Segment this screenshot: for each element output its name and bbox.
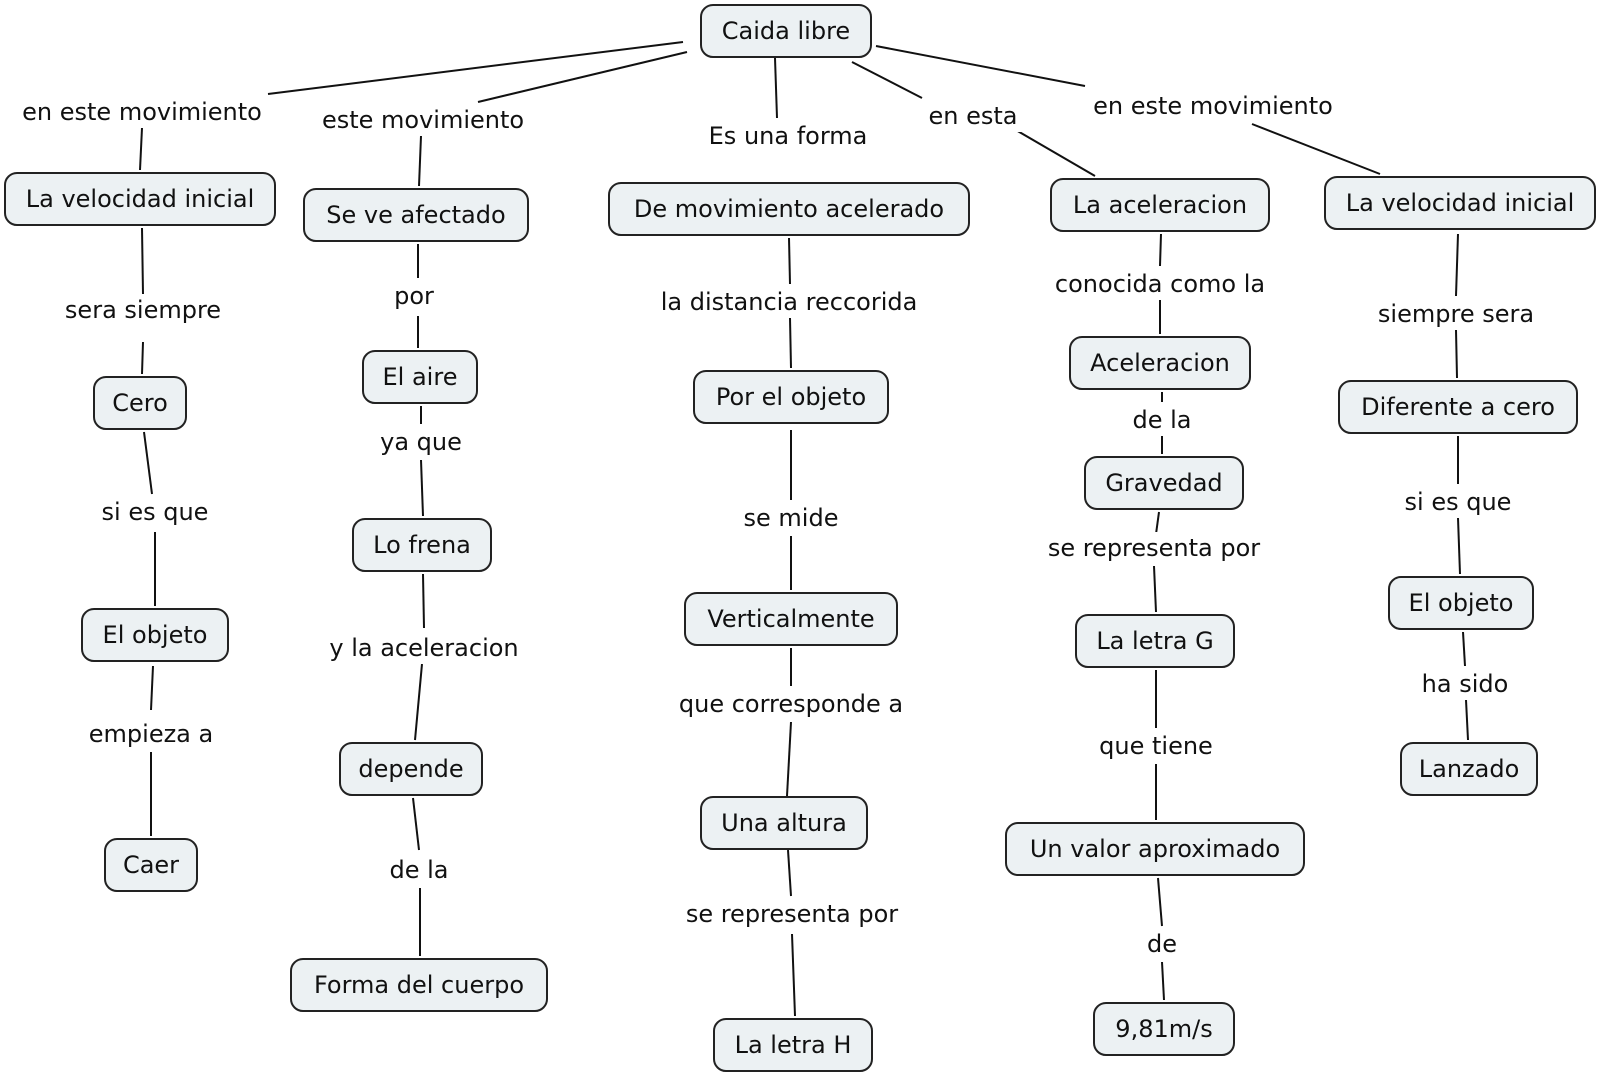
concept-node[interactable]: La letra G	[1075, 614, 1235, 668]
link-phrase: empieza a	[82, 718, 220, 750]
link-phrase: la distancia reccorida	[654, 286, 924, 318]
link-phrase: que corresponde a	[672, 688, 910, 720]
connector	[1153, 565, 1157, 613]
link-phrase: en este movimiento	[16, 96, 268, 128]
concept-node-caida-libre[interactable]: Caida libre	[700, 4, 872, 58]
link-phrase: de la	[1126, 404, 1198, 436]
concept-node[interactable]: Una altura	[700, 796, 868, 850]
concept-node[interactable]: La aceleracion	[1050, 178, 1270, 232]
concept-node[interactable]: El objeto	[81, 608, 229, 662]
concept-node[interactable]: El objeto	[1388, 576, 1534, 630]
connector	[1455, 329, 1458, 379]
concept-node[interactable]: depende	[339, 742, 483, 796]
connector	[477, 51, 688, 103]
connector	[143, 431, 153, 495]
connector	[1161, 961, 1165, 1001]
concept-node[interactable]: Un valor aproximado	[1005, 822, 1305, 876]
connector	[789, 317, 792, 369]
concept-node[interactable]: Lo frena	[352, 518, 492, 572]
connector	[420, 459, 424, 517]
concept-node[interactable]: Lanzado	[1400, 742, 1538, 796]
connector	[267, 41, 684, 95]
connector	[786, 721, 792, 797]
concept-node[interactable]: Aceleracion	[1069, 336, 1251, 390]
connector	[1465, 699, 1469, 741]
connector	[1455, 233, 1459, 297]
connector	[139, 127, 143, 171]
link-phrase: que tiene	[1093, 730, 1219, 762]
concept-node[interactable]: Verticalmente	[684, 592, 898, 646]
link-phrase: este movimiento	[315, 104, 531, 136]
connector	[150, 665, 154, 711]
connector	[787, 849, 792, 897]
concept-node[interactable]: Forma del cuerpo	[290, 958, 548, 1012]
connector	[1155, 511, 1160, 535]
connector	[1008, 125, 1096, 177]
connector	[1457, 517, 1461, 575]
link-phrase: conocida como la	[1048, 268, 1272, 300]
connector	[791, 933, 796, 1017]
connector	[1462, 631, 1466, 667]
connector	[774, 57, 778, 119]
link-phrase: siempre sera	[1371, 298, 1541, 330]
link-phrase: se mide	[737, 502, 845, 534]
link-phrase: por	[388, 280, 440, 312]
link-phrase: se representa por	[1041, 532, 1267, 564]
link-phrase: ha sido	[1415, 668, 1515, 700]
connector	[1159, 233, 1162, 267]
link-phrase: en esta	[922, 100, 1024, 132]
link-phrase: si es que	[1398, 486, 1518, 518]
link-phrase: y la aceleracion	[323, 632, 525, 664]
connector	[1157, 877, 1163, 927]
concept-node[interactable]: El aire	[362, 350, 478, 404]
link-phrase: ya que	[374, 426, 468, 458]
connector	[875, 45, 1086, 87]
link-phrase: si es que	[95, 496, 215, 528]
connector	[422, 573, 425, 629]
connector	[418, 135, 422, 187]
concept-node[interactable]: Cero	[93, 376, 187, 430]
connector	[1251, 123, 1381, 175]
link-phrase: de	[1141, 928, 1183, 960]
concept-node[interactable]: La velocidad inicial	[4, 172, 276, 226]
concept-node[interactable]: 9,81m/s	[1093, 1002, 1235, 1056]
connector	[141, 227, 144, 295]
link-phrase: en este movimiento	[1087, 90, 1339, 122]
concept-node[interactable]: La letra H	[713, 1018, 873, 1072]
connector	[851, 61, 923, 99]
connector	[141, 341, 144, 375]
concept-node[interactable]: La velocidad inicial	[1324, 176, 1596, 230]
link-phrase: Es una forma	[702, 120, 874, 152]
concept-node[interactable]: De movimiento acelerado	[608, 182, 970, 236]
connector	[788, 237, 791, 285]
link-phrase: de la	[383, 854, 455, 886]
concept-node[interactable]: Diferente a cero	[1338, 380, 1578, 434]
connector	[414, 663, 423, 741]
link-phrase: se representa por	[679, 898, 905, 930]
link-phrase: sera siempre	[58, 294, 228, 326]
concept-node[interactable]: Por el objeto	[693, 370, 889, 424]
connector	[412, 797, 420, 851]
concept-node[interactable]: Gravedad	[1084, 456, 1244, 510]
concept-node[interactable]: Caer	[104, 838, 198, 892]
concept-node[interactable]: Se ve afectado	[303, 188, 529, 242]
